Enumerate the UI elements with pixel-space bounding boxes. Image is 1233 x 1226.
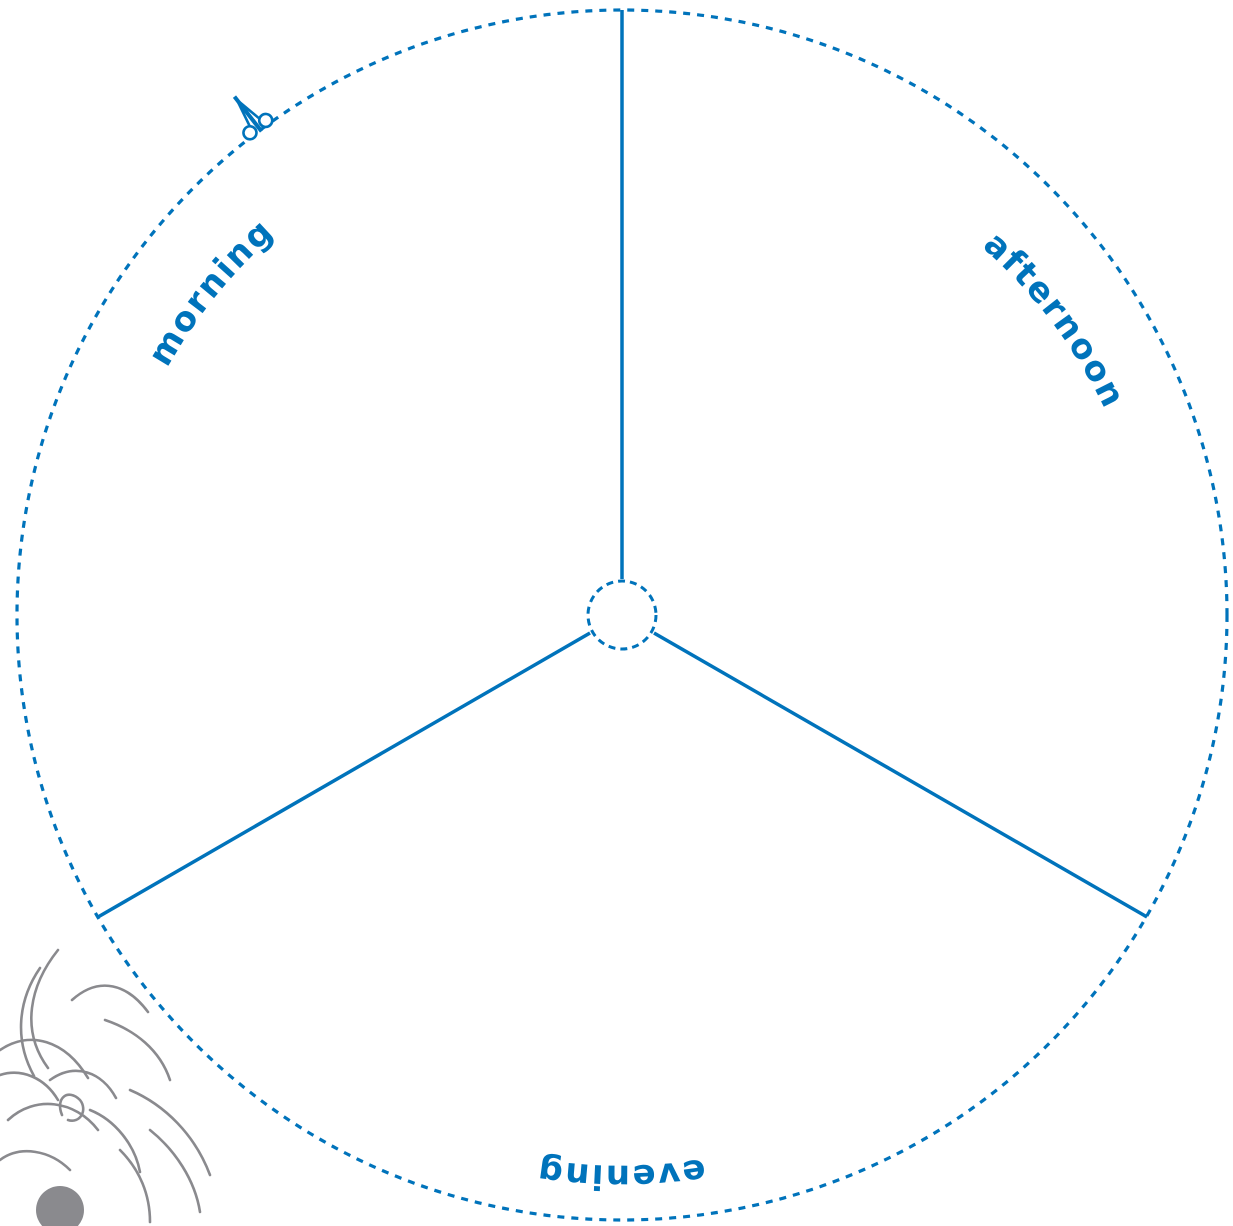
segment-label-morning-text: morning (140, 211, 282, 373)
segment-label-afternoon-text: afternoon (976, 224, 1134, 415)
scissors-icon (221, 87, 274, 142)
segment-label-evening-text: evening (534, 1150, 709, 1197)
center-pin-circle (588, 581, 656, 649)
segment-label-morning: morning (140, 211, 282, 373)
divider-line-right (654, 633, 1147, 917)
lion-mane-icon (0, 950, 210, 1226)
segment-label-afternoon: afternoon (976, 224, 1134, 415)
divider-line-left (98, 633, 590, 917)
segment-label-evening: evening (534, 1150, 709, 1197)
